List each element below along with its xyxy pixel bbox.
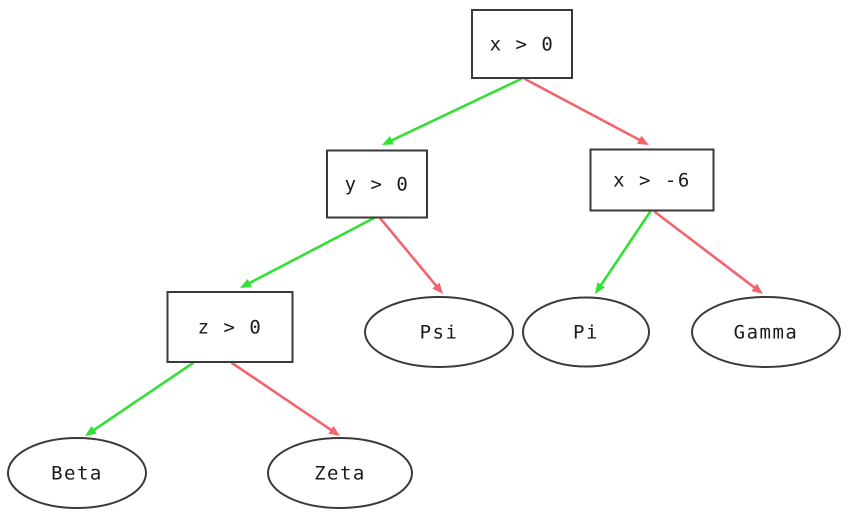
edge-false-ygt0-to-psi <box>378 216 443 294</box>
leaf-node-ellipse[interactable] <box>7 437 147 509</box>
node-label-ygt0: y > 0 <box>345 174 410 196</box>
leaf-node-ellipse[interactable] <box>522 296 650 368</box>
arrowhead-icon <box>85 426 97 436</box>
edge-line <box>523 77 643 143</box>
node-label-root: x > 0 <box>490 34 555 56</box>
node-gamma[interactable]: Gamma <box>691 296 841 368</box>
decision-node-box[interactable] <box>326 149 428 219</box>
edge-false-zgt0-to-zeta <box>230 361 340 436</box>
edge-line <box>388 77 523 143</box>
edge-layer <box>85 77 763 436</box>
edge-true-xgtm6-to-pi <box>595 210 652 294</box>
node-label-zeta: Zeta <box>314 463 366 485</box>
node-root[interactable]: x > 0 <box>471 9 573 79</box>
arrowhead-icon <box>751 283 763 294</box>
edge-line <box>230 361 335 433</box>
leaf-node-ellipse[interactable] <box>267 437 413 509</box>
node-beta[interactable]: Beta <box>7 437 147 509</box>
node-label-psi: Psi <box>420 322 459 344</box>
edge-false-root-to-xgtm6 <box>523 77 649 145</box>
arrowhead-icon <box>240 278 252 288</box>
node-label-pi: Pi <box>573 322 599 344</box>
edge-true-root-to-ygt0 <box>382 77 523 145</box>
decision-node-box[interactable] <box>471 9 573 79</box>
node-ygt0[interactable]: y > 0 <box>326 149 428 219</box>
node-label-gamma: Gamma <box>734 322 799 344</box>
edge-line <box>378 216 439 289</box>
arrowhead-icon <box>328 426 340 436</box>
edge-line <box>246 216 376 286</box>
decision-node-box[interactable] <box>166 291 294 363</box>
edge-line <box>90 361 195 433</box>
arrowhead-icon <box>382 136 394 145</box>
node-pi[interactable]: Pi <box>522 296 650 368</box>
node-label-xgtm6: x > -6 <box>613 170 691 192</box>
arrowhead-icon <box>595 282 605 294</box>
leaf-node-ellipse[interactable] <box>364 296 514 368</box>
node-zgt0[interactable]: z > 0 <box>166 291 294 363</box>
edge-false-xgtm6-to-gamma <box>653 210 763 294</box>
edge-line <box>598 210 652 288</box>
edge-line <box>653 210 758 290</box>
arrowhead-icon <box>637 135 649 145</box>
node-label-beta: Beta <box>51 463 103 485</box>
decision-node-box[interactable] <box>589 148 715 212</box>
node-zeta[interactable]: Zeta <box>267 437 413 509</box>
node-xgtm6[interactable]: x > -6 <box>589 148 715 212</box>
edge-true-zgt0-to-beta <box>85 361 195 436</box>
node-label-zgt0: z > 0 <box>198 317 263 339</box>
node-psi[interactable]: Psi <box>364 296 514 368</box>
leaf-node-ellipse[interactable] <box>691 296 841 368</box>
edge-true-ygt0-to-zgt0 <box>240 216 376 288</box>
arrowhead-icon <box>432 282 443 294</box>
